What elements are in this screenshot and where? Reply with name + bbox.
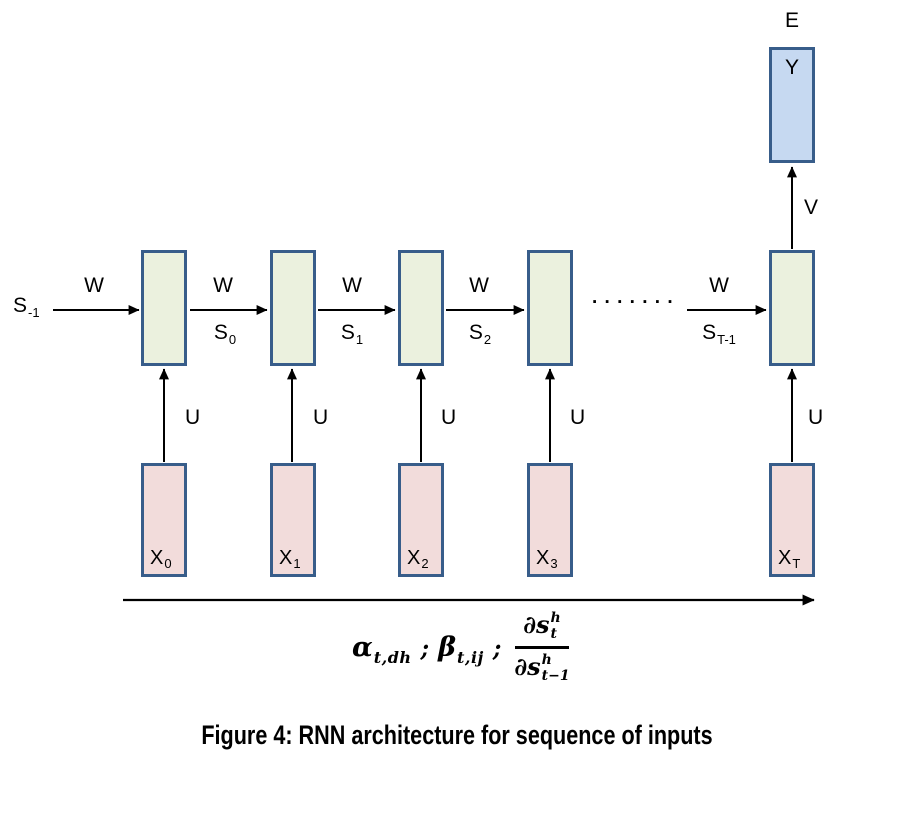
output-box-y: Y <box>769 47 815 163</box>
input-label-x3: X3 <box>536 547 558 571</box>
hidden-state-box-1 <box>270 250 316 366</box>
input-box-x1: X1 <box>270 463 316 577</box>
ellipsis-dots: . . . . . . . <box>592 287 674 308</box>
state-label-st-1: ST-1 <box>702 321 736 347</box>
output-label-y: Y <box>784 56 799 79</box>
state-label-s0: S0 <box>213 321 237 347</box>
state-label-s1: S1 <box>340 321 364 347</box>
beta-term: βt,ij <box>438 631 484 667</box>
input-label-x1: X1 <box>279 547 301 571</box>
w-weight-label-3: W <box>469 274 489 297</box>
state-label-s2: S2 <box>468 321 492 347</box>
u-weight-label-last: U <box>808 406 824 429</box>
alpha-term: αt,dh <box>352 631 412 667</box>
error-label: E <box>784 9 799 32</box>
w-weight-label-last: W <box>709 274 729 297</box>
input-box-x0: X0 <box>141 463 187 577</box>
w-weight-label-2: W <box>342 274 362 297</box>
separator-1: ; <box>420 634 430 662</box>
u-weight-label-0: U <box>185 406 201 429</box>
w-weight-label-0: W <box>84 274 104 297</box>
w-weight-label-1: W <box>213 274 233 297</box>
input-label-x2: X2 <box>407 547 429 571</box>
separator-2: ; <box>492 634 502 662</box>
hidden-state-box-0 <box>141 250 187 366</box>
u-weight-label-1: U <box>313 406 329 429</box>
v-weight-label: V <box>804 196 819 219</box>
hidden-state-box-last <box>769 250 815 366</box>
input-box-x2: X2 <box>398 463 444 577</box>
u-weight-label-3: U <box>570 406 586 429</box>
figure-caption: Figure 4: RNN architecture for sequence … <box>201 720 713 750</box>
u-weight-label-2: U <box>441 406 457 429</box>
input-label-x0: X0 <box>150 547 172 571</box>
hidden-state-box-3 <box>527 250 573 366</box>
input-box-x3: X3 <box>527 463 573 577</box>
initial-state-label: S-1 <box>13 294 40 320</box>
input-box-xt: XT <box>769 463 815 577</box>
input-label-xt: XT <box>778 547 801 571</box>
hidden-state-box-2 <box>398 250 444 366</box>
